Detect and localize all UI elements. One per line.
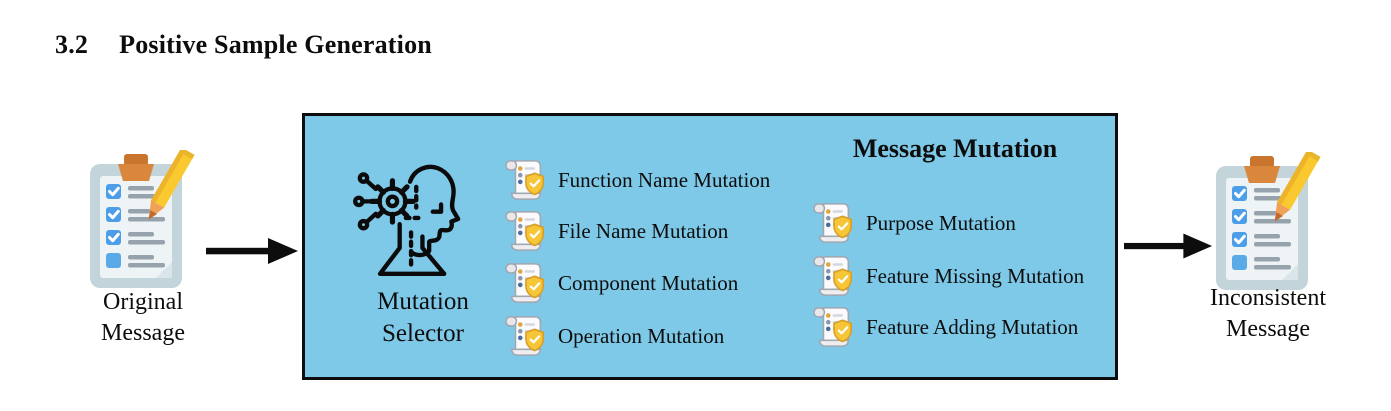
inconsistent-message-label: Inconsistent Message [1210, 285, 1326, 342]
message-mutation-box: Message Mutation [302, 113, 1118, 380]
mutation-item-operation: Operation Mutation [505, 313, 724, 359]
right-arrow-icon [1124, 233, 1213, 259]
mutation-item-feature-missing: Feature Missing Mutation [813, 253, 1084, 299]
original-message-icon-wrap [88, 150, 196, 292]
scroll-shield-check-icon [813, 255, 853, 297]
section-title: Positive Sample Generation [119, 30, 432, 59]
arrow-left [206, 236, 300, 266]
mutation-item-purpose: Purpose Mutation [813, 200, 1016, 246]
mutation-item-component: Component Mutation [505, 260, 738, 306]
inconsistent-message-icon-wrap [1214, 152, 1322, 294]
clipboard-checklist-pencil-icon [1214, 152, 1322, 292]
scroll-shield-check-icon [813, 306, 853, 348]
scroll-shield-check-icon [505, 210, 545, 252]
arrow-right [1124, 231, 1214, 261]
clipboard-checklist-pencil-icon [90, 150, 195, 288]
section-number: 3.2 [55, 30, 89, 59]
section-heading: 3.2 Positive Sample Generation [55, 30, 432, 60]
mutation-item-file-name: File Name Mutation [505, 208, 728, 254]
box-title: Message Mutation [852, 134, 1058, 163]
scroll-shield-check-icon [505, 262, 545, 304]
mutation-selector-label: Mutation Selector [377, 288, 469, 347]
scroll-shield-check-icon [505, 315, 545, 357]
original-message-label: Original Message [101, 289, 185, 346]
mutation-item-feature-adding: Feature Adding Mutation [813, 304, 1078, 350]
right-arrow-icon [206, 238, 298, 264]
scroll-shield-check-icon [505, 159, 545, 201]
mutation-selector-icon-wrap [351, 160, 467, 280]
ai-head-gear-icon [353, 164, 461, 276]
mutation-item-function-name: Function Name Mutation [505, 157, 770, 203]
scroll-shield-check-icon [813, 202, 853, 244]
